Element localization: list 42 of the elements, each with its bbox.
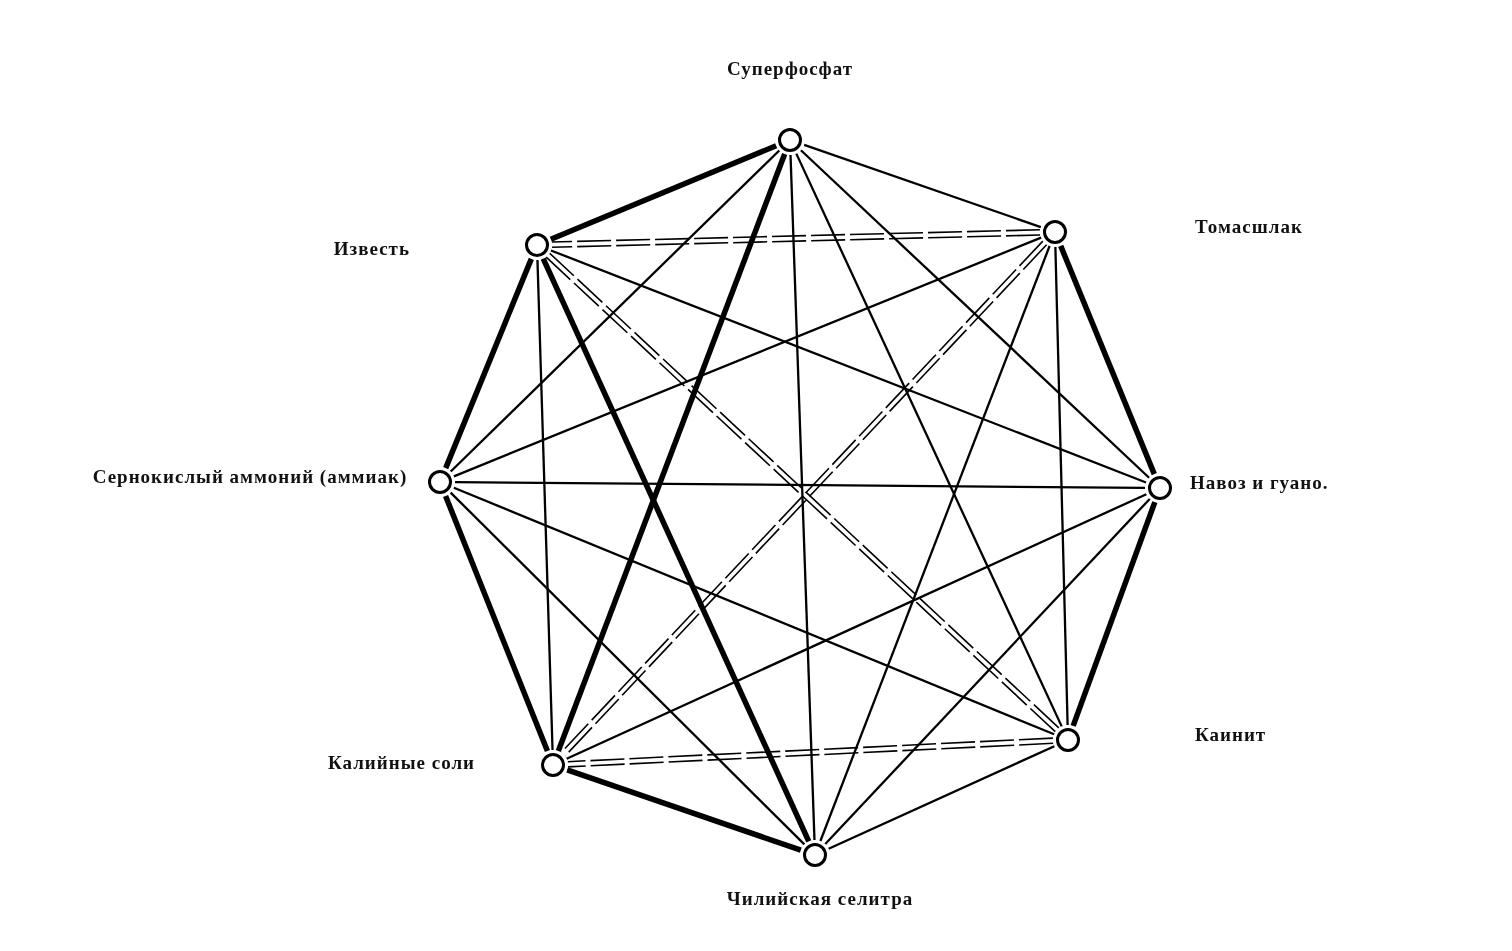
node-circle xyxy=(803,843,827,867)
node-circle xyxy=(525,233,549,257)
line xyxy=(789,154,816,841)
node-circle xyxy=(541,753,565,777)
line xyxy=(536,259,554,751)
line xyxy=(795,153,1063,727)
line xyxy=(1054,246,1069,726)
thick-line xyxy=(540,257,812,843)
substance-label: Известь xyxy=(332,238,410,260)
node-circle xyxy=(1056,728,1080,752)
substance-label: Калийные соли xyxy=(327,752,475,774)
double-line xyxy=(551,229,1041,248)
line xyxy=(453,486,1055,736)
substance-label: Сернокислый аммоний (аммиак) xyxy=(91,466,409,488)
substance-label: Суперфосфат xyxy=(726,58,854,80)
substance-label: Каинит xyxy=(1195,724,1268,746)
line xyxy=(800,149,1150,479)
substance-label: Навоз и гуано. xyxy=(1190,472,1330,494)
node-circle xyxy=(428,470,452,494)
thick-line xyxy=(555,153,788,752)
thick-line xyxy=(443,494,550,753)
thick-line xyxy=(549,143,778,242)
substance-label: Томасшлак xyxy=(1195,216,1304,238)
double-line xyxy=(567,737,1054,768)
thick-line xyxy=(566,767,802,853)
line xyxy=(566,493,1147,760)
thick-line xyxy=(1070,501,1158,727)
line xyxy=(449,491,806,846)
line xyxy=(824,498,1151,845)
line xyxy=(550,249,1147,484)
substance-label: Чилийская селитра xyxy=(725,888,915,910)
line xyxy=(828,745,1055,850)
thick-line xyxy=(1058,244,1157,476)
line xyxy=(453,236,1042,478)
line xyxy=(455,480,1145,490)
line xyxy=(449,149,781,473)
node-circle xyxy=(778,128,802,152)
line xyxy=(803,143,1042,229)
node-circle xyxy=(1043,220,1067,244)
node-circle xyxy=(1148,476,1172,500)
thick-line xyxy=(443,257,534,470)
line xyxy=(819,245,1051,842)
